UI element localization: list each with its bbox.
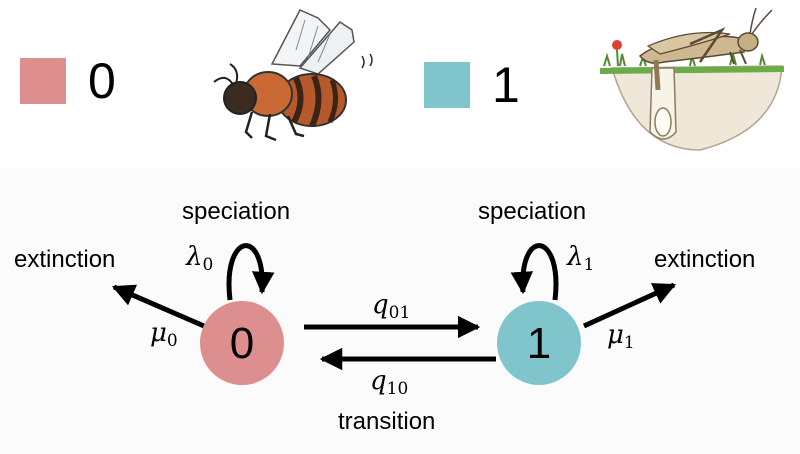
transition-label: transition xyxy=(338,408,436,435)
extinction-arrow-1 xyxy=(582,282,677,329)
mu1-label: μ1 xyxy=(607,320,635,353)
state-node-1-label: 1 xyxy=(526,319,552,368)
state-node-0-label: 0 xyxy=(229,319,255,368)
lambda1-label: λ1 xyxy=(567,242,595,275)
state-node-0 xyxy=(200,301,284,385)
legend-label-1: 1 xyxy=(492,57,520,113)
speciation-label-0: speciation xyxy=(182,198,291,225)
q01-label: q01 xyxy=(372,290,411,323)
state-node-1 xyxy=(497,301,581,385)
speciation-label-1: speciation xyxy=(478,198,587,225)
legend-swatch-0 xyxy=(20,58,66,104)
speciation-loop-1 xyxy=(510,243,559,301)
mu0-label: μ0 xyxy=(150,318,178,351)
lambda0-label: λ0 xyxy=(186,242,214,275)
q10-label: q10 xyxy=(370,366,409,399)
diagram-background xyxy=(0,168,800,454)
legend-swatch-1 xyxy=(424,62,470,108)
speciation-loop-0 xyxy=(226,243,275,301)
extinction-label-1: extinction xyxy=(654,246,756,273)
legend-label-0: 0 xyxy=(88,53,116,109)
extinction-arrow-0 xyxy=(111,284,205,329)
extinction-label-0: extinction xyxy=(14,246,116,273)
